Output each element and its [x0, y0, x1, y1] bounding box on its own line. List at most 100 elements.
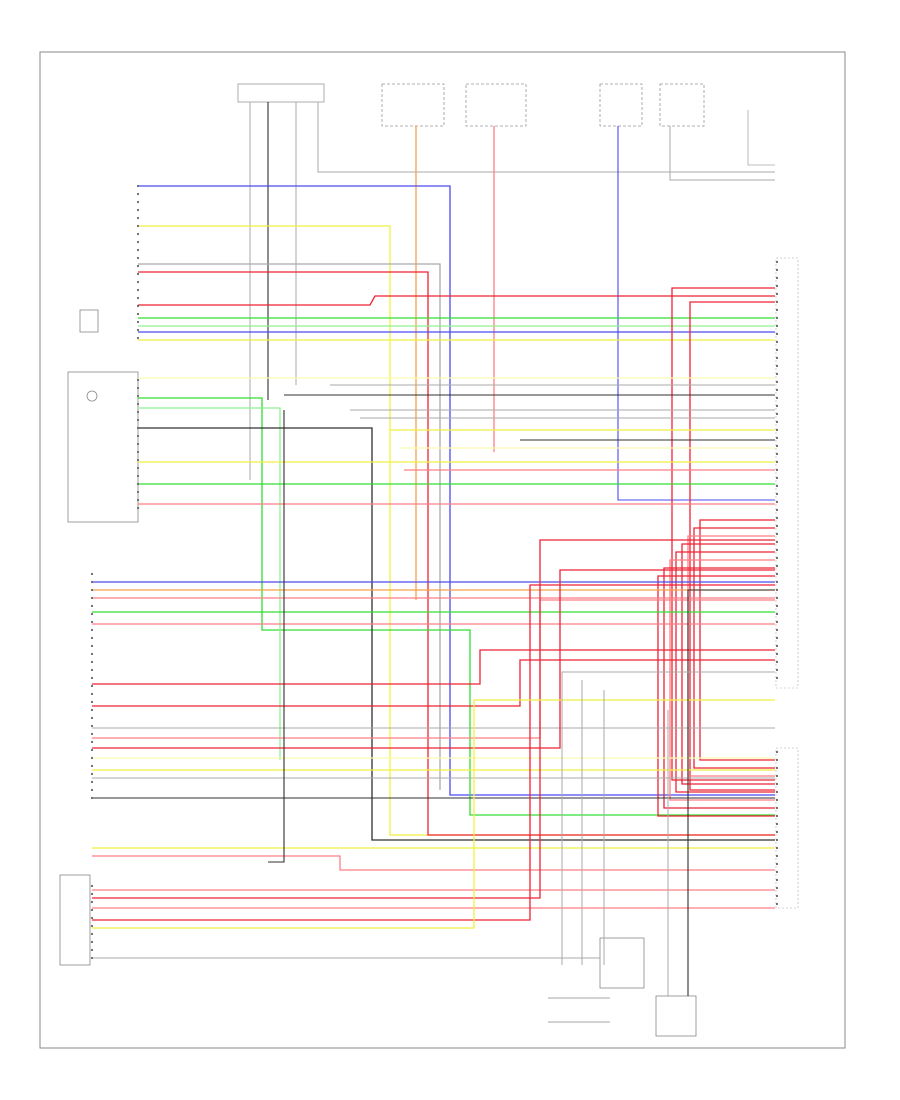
pin-marker — [90, 692, 94, 696]
pin-marker — [775, 300, 779, 304]
pin-marker — [775, 806, 779, 810]
pin-marker — [775, 468, 779, 472]
pin-marker — [90, 956, 94, 960]
pin-marker — [136, 296, 140, 300]
top-connector-group — [237, 83, 705, 127]
pin-marker — [775, 556, 779, 560]
pin-marker — [90, 660, 94, 664]
pin-marker — [136, 272, 140, 276]
pin-marker — [775, 902, 779, 906]
pin-marker — [90, 612, 94, 616]
pin-marker — [775, 894, 779, 898]
pin-marker — [775, 580, 779, 584]
pin-marker — [136, 224, 140, 228]
wire-12 — [138, 271, 775, 836]
pin-marker — [775, 854, 779, 858]
pin-marker — [775, 766, 779, 770]
pin-marker — [775, 644, 779, 648]
pin-marker — [775, 532, 779, 536]
wire-3 — [317, 102, 775, 173]
pin-marker — [775, 612, 779, 616]
wire-23 — [138, 427, 775, 841]
pin-marker — [90, 596, 94, 600]
pin-marker — [775, 284, 779, 288]
pin-marker — [775, 878, 779, 882]
wire-harness — [92, 102, 775, 996]
pin-marker — [775, 452, 779, 456]
pin-marker — [90, 724, 94, 728]
wire-6 — [617, 126, 775, 501]
pin-marker — [136, 264, 140, 268]
pin-marker — [136, 192, 140, 196]
pin-marker — [775, 268, 779, 272]
wire-41 — [663, 567, 775, 809]
pin-marker — [775, 444, 779, 448]
wire-9 — [138, 185, 775, 796]
pin-marker — [775, 604, 779, 608]
pin-marker — [775, 830, 779, 834]
pin-marker — [775, 548, 779, 552]
pin-marker — [775, 276, 779, 280]
pin-marker — [136, 394, 140, 398]
pin-marker — [775, 412, 779, 416]
wire-13 — [138, 295, 775, 306]
pin-marker — [136, 280, 140, 284]
pin-marker — [775, 508, 779, 512]
wire-11 — [138, 263, 441, 790]
pin-marker — [90, 580, 94, 584]
pin-marker — [90, 924, 94, 928]
pin-marker — [775, 316, 779, 320]
pin-marker — [775, 750, 779, 754]
pin-marker — [775, 428, 779, 432]
pin-marker — [775, 676, 779, 680]
pin-marker — [775, 636, 779, 640]
pin-marker — [90, 788, 94, 792]
pin-marker — [775, 324, 779, 328]
pin-marker — [775, 838, 779, 842]
pin-marker — [775, 596, 779, 600]
pin-marker — [136, 248, 140, 252]
pin-marker — [90, 684, 94, 688]
pin-marker — [136, 216, 140, 220]
pin-marker — [136, 328, 140, 332]
pin-marker — [136, 232, 140, 236]
pin-marker — [775, 822, 779, 826]
pin-marker — [136, 200, 140, 204]
pin-marker — [775, 628, 779, 632]
pin-marker — [775, 668, 779, 672]
pin-marker — [90, 588, 94, 592]
pin-marker — [90, 716, 94, 720]
pin-marker — [775, 774, 779, 778]
wire-42 — [657, 575, 775, 817]
pin-marker — [136, 312, 140, 316]
pin-marker — [775, 870, 779, 874]
pin-marker — [90, 572, 94, 576]
pin-marker — [136, 256, 140, 260]
wire-67 — [561, 671, 775, 965]
pin-marker — [90, 916, 94, 920]
pin-marker — [136, 442, 140, 446]
bottom-component-group — [548, 937, 697, 1037]
pin-marker — [136, 506, 140, 510]
wire-19 — [689, 301, 775, 791]
wire-40 — [669, 559, 775, 801]
pin-marker — [775, 790, 779, 794]
pin-marker — [775, 388, 779, 392]
pin-marker — [90, 676, 94, 680]
pin-marker — [775, 396, 779, 400]
pin-marker — [90, 700, 94, 704]
wire-63 — [92, 699, 775, 929]
pin-marker — [90, 668, 94, 672]
wire-38 — [681, 543, 775, 785]
pin-marker — [775, 846, 779, 850]
pin-marker — [775, 436, 779, 440]
wire-52 — [92, 569, 775, 749]
pin-marker — [90, 940, 94, 944]
pin-marker — [90, 884, 94, 888]
wire-8 — [747, 110, 775, 166]
pin-marker — [136, 410, 140, 414]
pin-marker — [775, 372, 779, 376]
pin-marker — [775, 782, 779, 786]
pin-marker — [775, 572, 779, 576]
pin-marker — [90, 604, 94, 608]
